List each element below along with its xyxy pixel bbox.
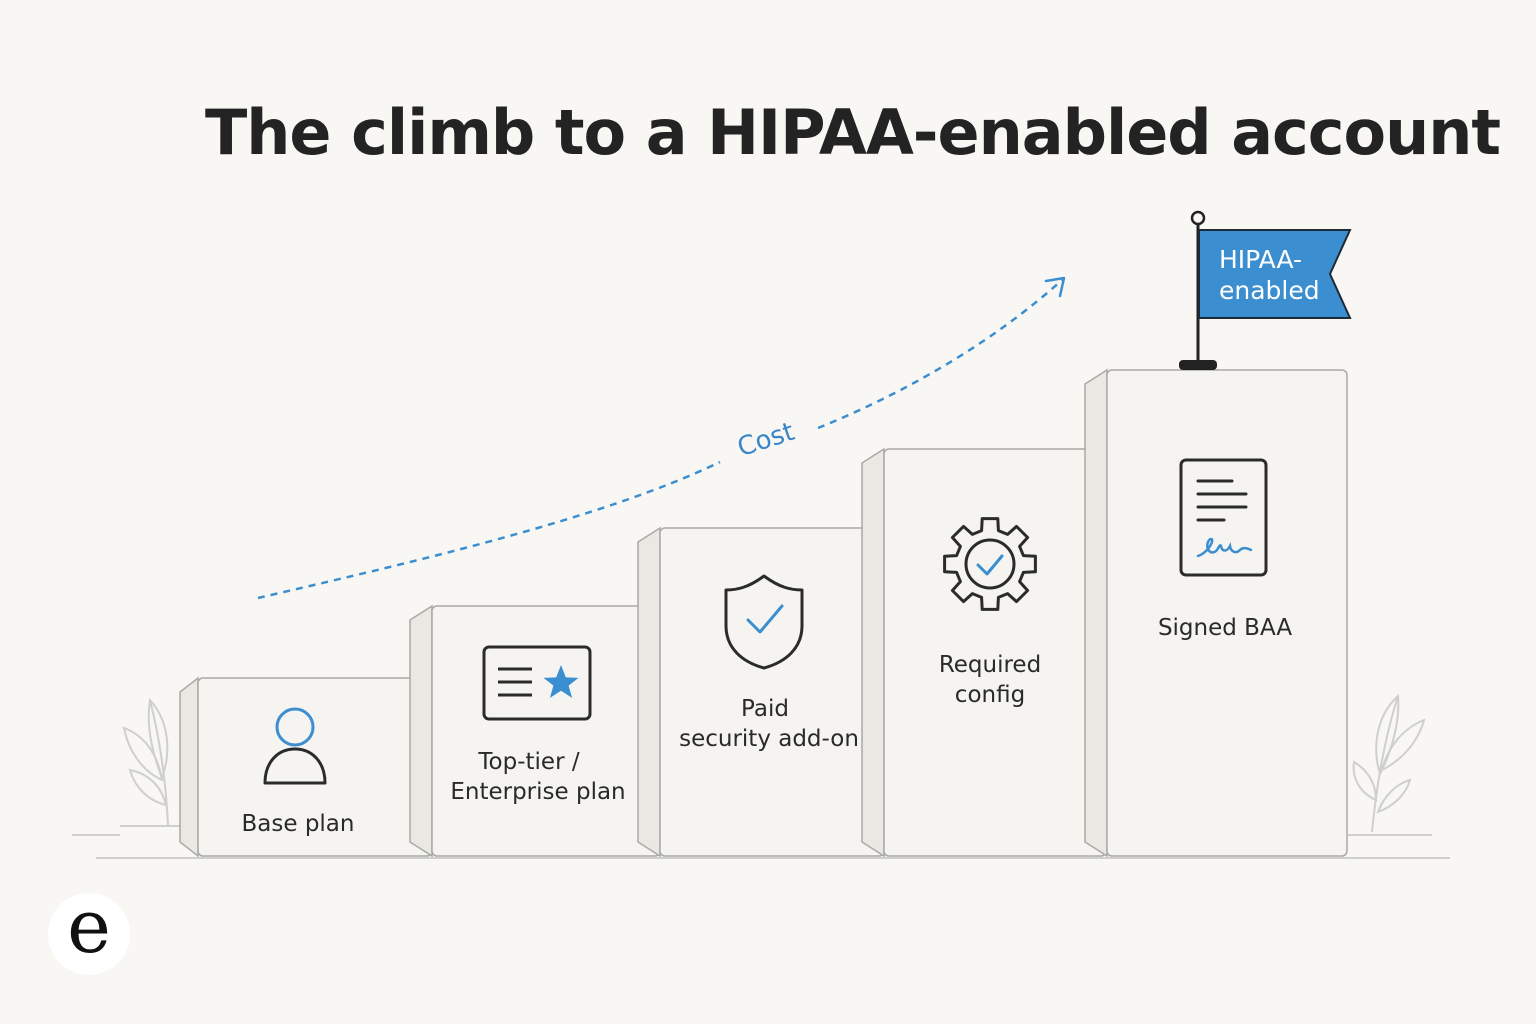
right-plant-decoration — [1352, 693, 1426, 833]
page-title: The climb to a HIPAA-enabled account — [205, 96, 1501, 169]
hipaa-flag: HIPAA- enabled — [1179, 210, 1352, 370]
brand-logo-letter: e — [67, 884, 111, 970]
step-security-add-on — [637, 526, 885, 858]
step-label-enterprise-line-2: Enterprise plan — [450, 779, 625, 805]
step-label-base-plan: Base plan — [242, 811, 355, 837]
step-label-security-line-1: Paid — [741, 696, 789, 722]
step-label-enterprise-line-1: Top-tier / — [477, 749, 579, 775]
brand-logo: e — [48, 884, 130, 975]
ground-lines — [72, 825, 1450, 859]
step-label-config-line-2: config — [955, 682, 1025, 708]
flag-base — [1179, 360, 1217, 370]
step-label-security-line-2: security add-on — [679, 726, 859, 752]
user-icon — [263, 707, 327, 785]
left-plant-decoration — [122, 697, 169, 827]
flag-line-2: enabled — [1219, 276, 1320, 305]
signed-document-icon — [1179, 458, 1268, 577]
step-base-plan — [179, 676, 433, 858]
flag-line-1: HIPAA- — [1219, 245, 1302, 274]
flag-banner — [1198, 229, 1352, 319]
step-signed-baa — [1084, 368, 1348, 858]
flag-pole-top — [1190, 210, 1206, 226]
step-label-config-line-1: Required — [939, 652, 1041, 678]
step-enterprise-plan — [409, 604, 661, 858]
cost-arrow — [257, 276, 1066, 600]
shield-check-icon — [724, 574, 804, 670]
arrowhead-icon — [1044, 276, 1066, 298]
cost-label: Cost — [734, 417, 798, 463]
gear-check-icon — [943, 517, 1037, 611]
plan-card-star-icon — [482, 645, 592, 721]
step-label-signed-baa: Signed BAA — [1158, 615, 1292, 641]
